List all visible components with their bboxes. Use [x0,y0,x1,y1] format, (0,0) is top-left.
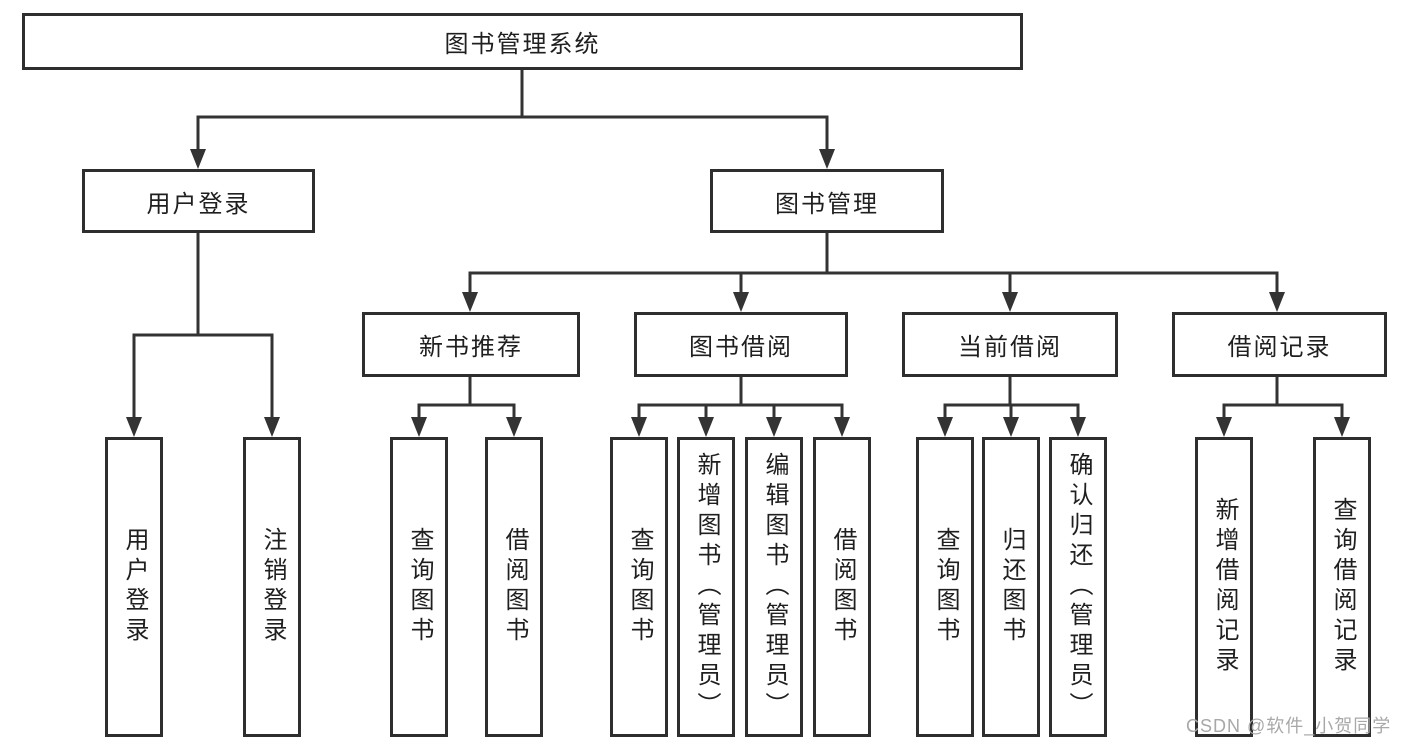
node-user-login: 用户登录 [82,169,315,233]
leaf-recommend-query-books: 查询图书 [390,437,448,737]
leaf-confirm-return-admin: 确认归还（管理员） [1049,437,1107,737]
leaf-recommend-borrow-books: 借阅图书 [485,437,543,737]
leaf-current-query-books: 查询图书 [916,437,974,737]
node-library-management-system: 图书管理系统 [22,13,1023,70]
leaf-query-borrow-record: 查询借阅记录 [1313,437,1371,737]
leaf-user-login: 用户登录 [105,437,163,737]
leaf-logout: 注销登录 [243,437,301,737]
node-book-borrowing: 图书借阅 [634,312,848,377]
leaf-edit-books-admin: 编辑图书（管理员） [745,437,803,737]
leaf-add-books-admin: 新增图书（管理员） [677,437,735,737]
watermark: CSDN @软件_小贺同学 [1186,716,1392,736]
node-current-borrowing: 当前借阅 [902,312,1118,377]
leaf-return-books: 归还图书 [982,437,1040,737]
leaf-borrowing-query-books: 查询图书 [610,437,668,737]
node-new-book-recommendation: 新书推荐 [362,312,580,377]
leaf-add-borrow-record: 新增借阅记录 [1195,437,1253,737]
node-borrowing-records: 借阅记录 [1172,312,1387,377]
node-book-management: 图书管理 [710,169,944,233]
leaf-borrowing-borrow-books: 借阅图书 [813,437,871,737]
